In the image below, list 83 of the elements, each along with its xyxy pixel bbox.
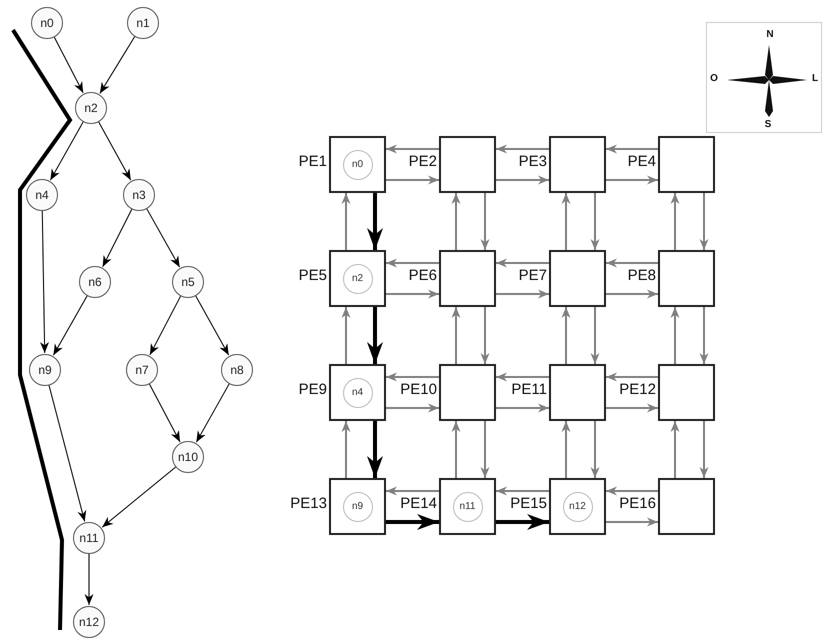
arrow <box>496 486 549 496</box>
pe-label: PE14 <box>400 496 438 511</box>
arrow <box>670 193 680 250</box>
arrow <box>195 295 230 356</box>
arrow <box>149 296 182 356</box>
arrow <box>670 307 680 364</box>
arrow <box>670 421 680 478</box>
arrow <box>606 486 658 496</box>
arrow <box>367 193 383 250</box>
arrow <box>50 121 84 181</box>
arrow <box>606 404 658 412</box>
arrow <box>148 384 181 442</box>
arrow <box>102 208 132 268</box>
arrow <box>196 383 230 443</box>
arrow <box>386 514 439 530</box>
arrow <box>52 295 88 356</box>
arrow <box>342 307 350 364</box>
arrow <box>386 486 439 496</box>
arrow <box>496 290 549 298</box>
arrow <box>496 372 549 382</box>
arrow <box>40 210 50 354</box>
arrow <box>590 307 600 364</box>
arrow <box>496 258 549 268</box>
arrow <box>54 36 84 94</box>
arrow <box>700 193 708 250</box>
arrow <box>367 421 383 478</box>
arrow <box>606 518 658 526</box>
arrow <box>386 372 439 382</box>
arrow <box>386 144 439 154</box>
pe-label: PE10 <box>400 382 438 397</box>
compass-direction-label: S <box>764 120 772 130</box>
arrow <box>386 176 439 184</box>
arrow <box>84 554 94 606</box>
arrow <box>606 290 658 298</box>
arrow <box>146 208 180 268</box>
pe-label: PE4 <box>628 154 657 169</box>
arrow <box>342 193 350 250</box>
pe-label: PE11 <box>511 382 548 397</box>
arrow <box>452 307 460 364</box>
arrow <box>480 307 490 364</box>
pe-label: PE7 <box>518 268 548 283</box>
pe-label: PE9 <box>298 382 328 397</box>
pe-label: PE13 <box>290 496 328 511</box>
arrow <box>386 258 439 268</box>
arrow <box>386 404 439 412</box>
pe-label: PE12 <box>619 382 657 397</box>
arrow <box>98 122 132 181</box>
arrow <box>452 421 460 478</box>
arrow <box>342 421 350 478</box>
arrow <box>452 193 460 250</box>
arrow <box>562 307 570 364</box>
pe-label: PE3 <box>518 154 548 169</box>
arrow <box>367 307 383 364</box>
arrow <box>480 421 490 478</box>
pe-label: PE15 <box>510 496 548 511</box>
arrow <box>606 372 658 382</box>
pe-label: PE16 <box>619 496 657 511</box>
arrow <box>590 421 600 478</box>
compass-direction-label: N <box>766 30 774 40</box>
arrow <box>99 36 136 94</box>
arrow <box>606 144 658 154</box>
compass-direction-label: O <box>710 74 718 84</box>
arrow <box>496 144 549 154</box>
pe-label: PE5 <box>298 268 328 283</box>
pe-label: PE2 <box>408 154 438 169</box>
pe-label: PE6 <box>408 268 438 283</box>
arrow <box>562 421 570 478</box>
pe-label: PE8 <box>628 268 657 283</box>
arrow <box>590 193 600 250</box>
arrow <box>562 193 570 250</box>
pe-label: PE1 <box>298 154 328 169</box>
arrow <box>480 193 490 250</box>
arrow <box>102 466 176 528</box>
compass-direction-label: L <box>812 74 818 84</box>
arrow <box>496 404 549 412</box>
arrow <box>700 307 708 364</box>
arrow <box>606 258 658 268</box>
arrow <box>496 514 549 530</box>
arrow <box>700 421 708 478</box>
arrow <box>606 176 658 184</box>
arrow <box>386 290 439 298</box>
arrow <box>48 384 86 522</box>
arrow <box>496 176 549 184</box>
